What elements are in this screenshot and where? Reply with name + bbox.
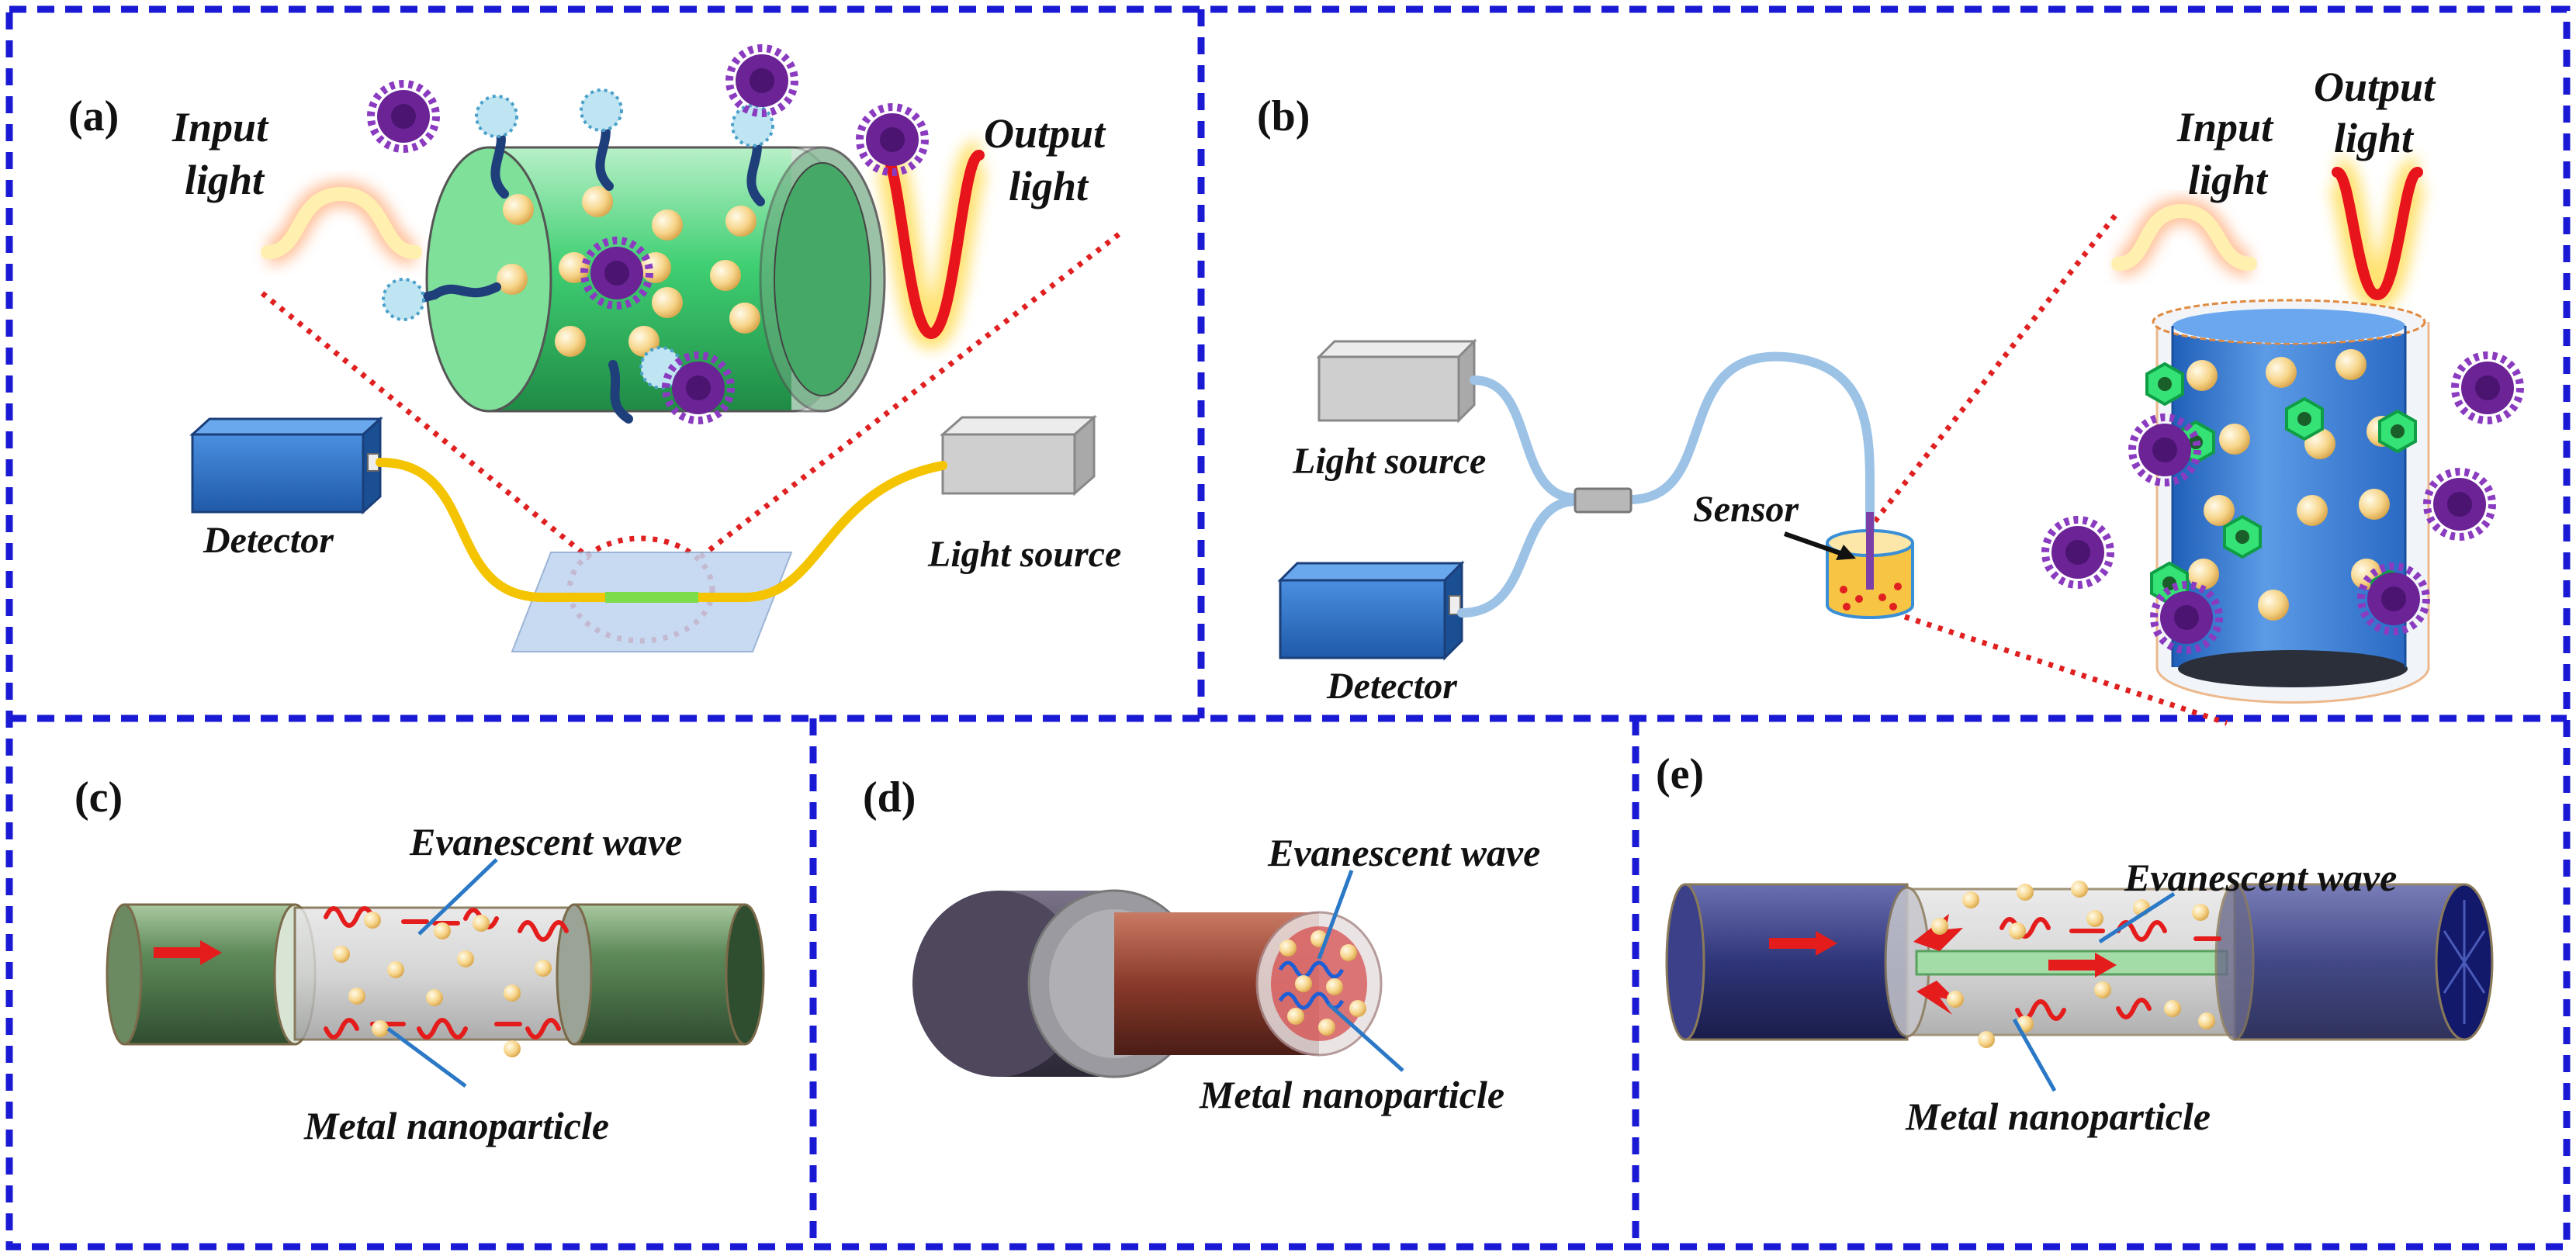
panel-d-label: (d) bbox=[863, 773, 916, 822]
panel-e: (e) bbox=[1656, 750, 2494, 1138]
panel-borders bbox=[5, 5, 2571, 1251]
metal-nanoparticle-label-d: Metal nanoparticle bbox=[1199, 1073, 1504, 1116]
metal-nanoparticle-label-e: Metal nanoparticle bbox=[1905, 1095, 2211, 1138]
fiber-left-segment-e bbox=[1665, 883, 1909, 1041]
zoom-lines-b bbox=[1868, 213, 2228, 726]
annotation-lines-e bbox=[2012, 891, 2176, 1092]
detector-label-b: Detector bbox=[1326, 666, 1458, 707]
sensor-arrow-b bbox=[1784, 531, 1856, 560]
light-source-label-b: Light source bbox=[1292, 441, 1486, 482]
sensor-label-b: Sensor bbox=[1693, 489, 1799, 530]
detector-box-a bbox=[189, 416, 383, 515]
panel-a-label: (a) bbox=[68, 92, 119, 140]
panel-c-label: (c) bbox=[74, 773, 123, 822]
detector-label-a: Detector bbox=[203, 520, 334, 561]
panel-e-label: (e) bbox=[1656, 750, 1704, 798]
output-light-icon-b bbox=[2326, 157, 2429, 311]
evanescent-wave-label-d: Evanescent wave bbox=[1267, 831, 1540, 874]
input-light-icon-a bbox=[261, 180, 422, 265]
evanescent-wave-label-c: Evanescent wave bbox=[409, 820, 682, 863]
fiber-right-segment-e bbox=[2214, 883, 2494, 1041]
panel-b: (b) Light source Detector bbox=[1257, 64, 2520, 726]
input-light-icon-b bbox=[2111, 197, 2257, 277]
fiber-right-segment-c bbox=[556, 903, 765, 1046]
evanescent-wave-label-e: Evanescent wave bbox=[2124, 856, 2397, 899]
detector-box-b bbox=[1277, 560, 1465, 661]
sensor-vial-icon-b bbox=[1826, 512, 1914, 619]
fiber-yellow-a bbox=[376, 458, 947, 602]
panel-b-label: (b) bbox=[1257, 92, 1310, 140]
metal-nanoparticle-label-c: Metal nanoparticle bbox=[303, 1104, 609, 1147]
coupler-icon-b bbox=[1574, 487, 1633, 514]
bound-antibody-icons-a bbox=[382, 88, 774, 389]
light-source-box-b bbox=[1316, 338, 1477, 424]
panel-c: (c) bbox=[74, 773, 765, 1147]
fiber-blue-b bbox=[1457, 351, 1875, 618]
light-source-label-a: Light source bbox=[927, 534, 1121, 575]
light-source-box-a bbox=[940, 414, 1097, 497]
annotation-lines-c bbox=[386, 858, 498, 1088]
evanescent-waves-e bbox=[2000, 917, 2221, 1021]
output-light-icon-a bbox=[873, 140, 990, 350]
panel-d: (d) Evanescent wave Metal nanoparticle bbox=[863, 773, 1540, 1116]
fiber-left-segment-c bbox=[106, 903, 317, 1046]
annotation-lines-d bbox=[1317, 870, 1404, 1072]
